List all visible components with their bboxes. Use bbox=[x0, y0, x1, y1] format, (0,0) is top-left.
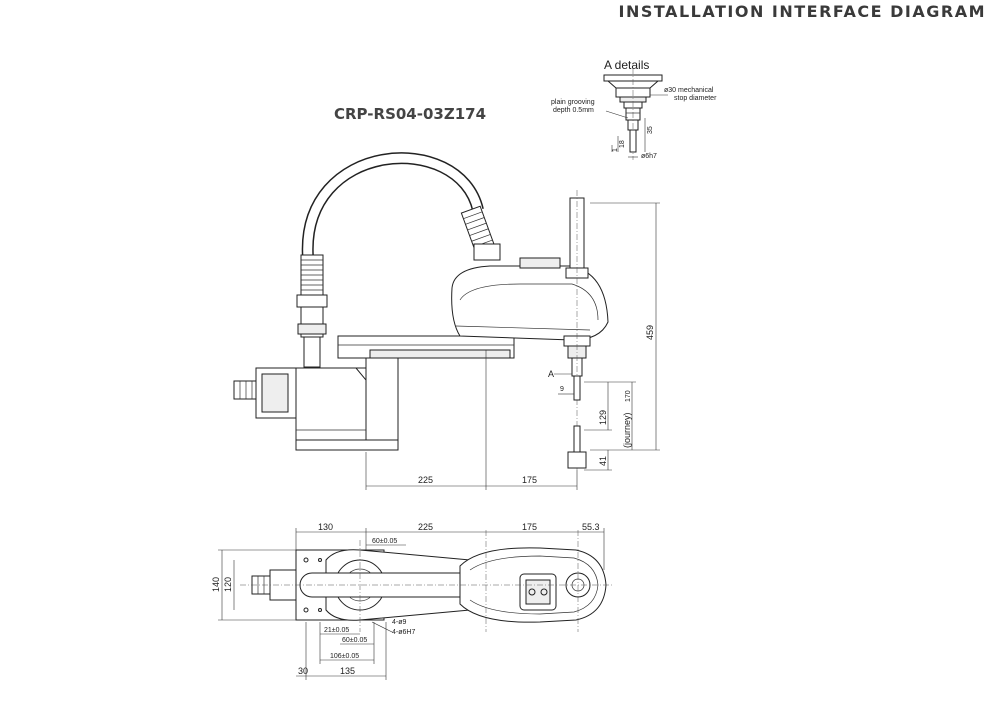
dim-top-60b: 60±0.05 bbox=[342, 637, 367, 644]
detail-a-view bbox=[603, 68, 668, 160]
side-view bbox=[233, 152, 609, 470]
detail-label-stop: ø30 mechanical bbox=[664, 87, 714, 94]
dim-top-21: 21±0.05 bbox=[324, 627, 349, 634]
dim-top-225: 225 bbox=[418, 522, 433, 532]
dim-top-30: 30 bbox=[298, 666, 308, 676]
detail-dim-35: 35 bbox=[647, 126, 654, 134]
dim-41: 41 bbox=[598, 456, 608, 466]
dim-459: 459 bbox=[645, 325, 655, 340]
detail-label-groove-2: depth 0.5mm bbox=[553, 107, 594, 114]
dim-top-60a: 60±0.05 bbox=[372, 538, 397, 545]
dim-129: 129 bbox=[598, 410, 608, 425]
top-view bbox=[240, 530, 612, 632]
dim-top-175: 175 bbox=[522, 522, 537, 532]
page-title: INSTALLATION INTERFACE DIAGRAM bbox=[618, 2, 986, 21]
dim-top-55: 55.3 bbox=[582, 522, 600, 532]
top-view-dimensions bbox=[218, 528, 605, 680]
dim-journey: (journey) bbox=[622, 412, 632, 448]
dim-top-130: 130 bbox=[318, 522, 333, 532]
dim-top-140: 140 bbox=[211, 577, 221, 592]
dim-170: 170 bbox=[625, 390, 632, 402]
dim-top-106: 106±0.05 bbox=[330, 653, 359, 660]
detail-title: A details bbox=[604, 58, 650, 72]
dim-9: 9 bbox=[560, 386, 564, 393]
side-view-dimensions bbox=[365, 202, 660, 490]
dim-top-135: 135 bbox=[340, 666, 355, 676]
dim-top-120: 120 bbox=[223, 577, 233, 592]
dim-side-175: 175 bbox=[522, 475, 537, 485]
detail-label-shaft: ø6h7 bbox=[641, 153, 657, 160]
detail-dim-18: 18 bbox=[619, 140, 626, 148]
dim-top-holes6: 4-ø6H7 bbox=[392, 629, 415, 636]
detail-dim-1: 1 bbox=[612, 148, 619, 152]
callout-a: A bbox=[548, 369, 554, 379]
detail-label-groove: plain grooving bbox=[551, 99, 595, 106]
model-label: CRP-RS04-03Z174 bbox=[334, 105, 487, 123]
dim-top-holes9: 4-ø9 bbox=[392, 619, 407, 626]
dim-side-225: 225 bbox=[418, 475, 433, 485]
detail-label-stop-2: stop diameter bbox=[674, 95, 717, 102]
